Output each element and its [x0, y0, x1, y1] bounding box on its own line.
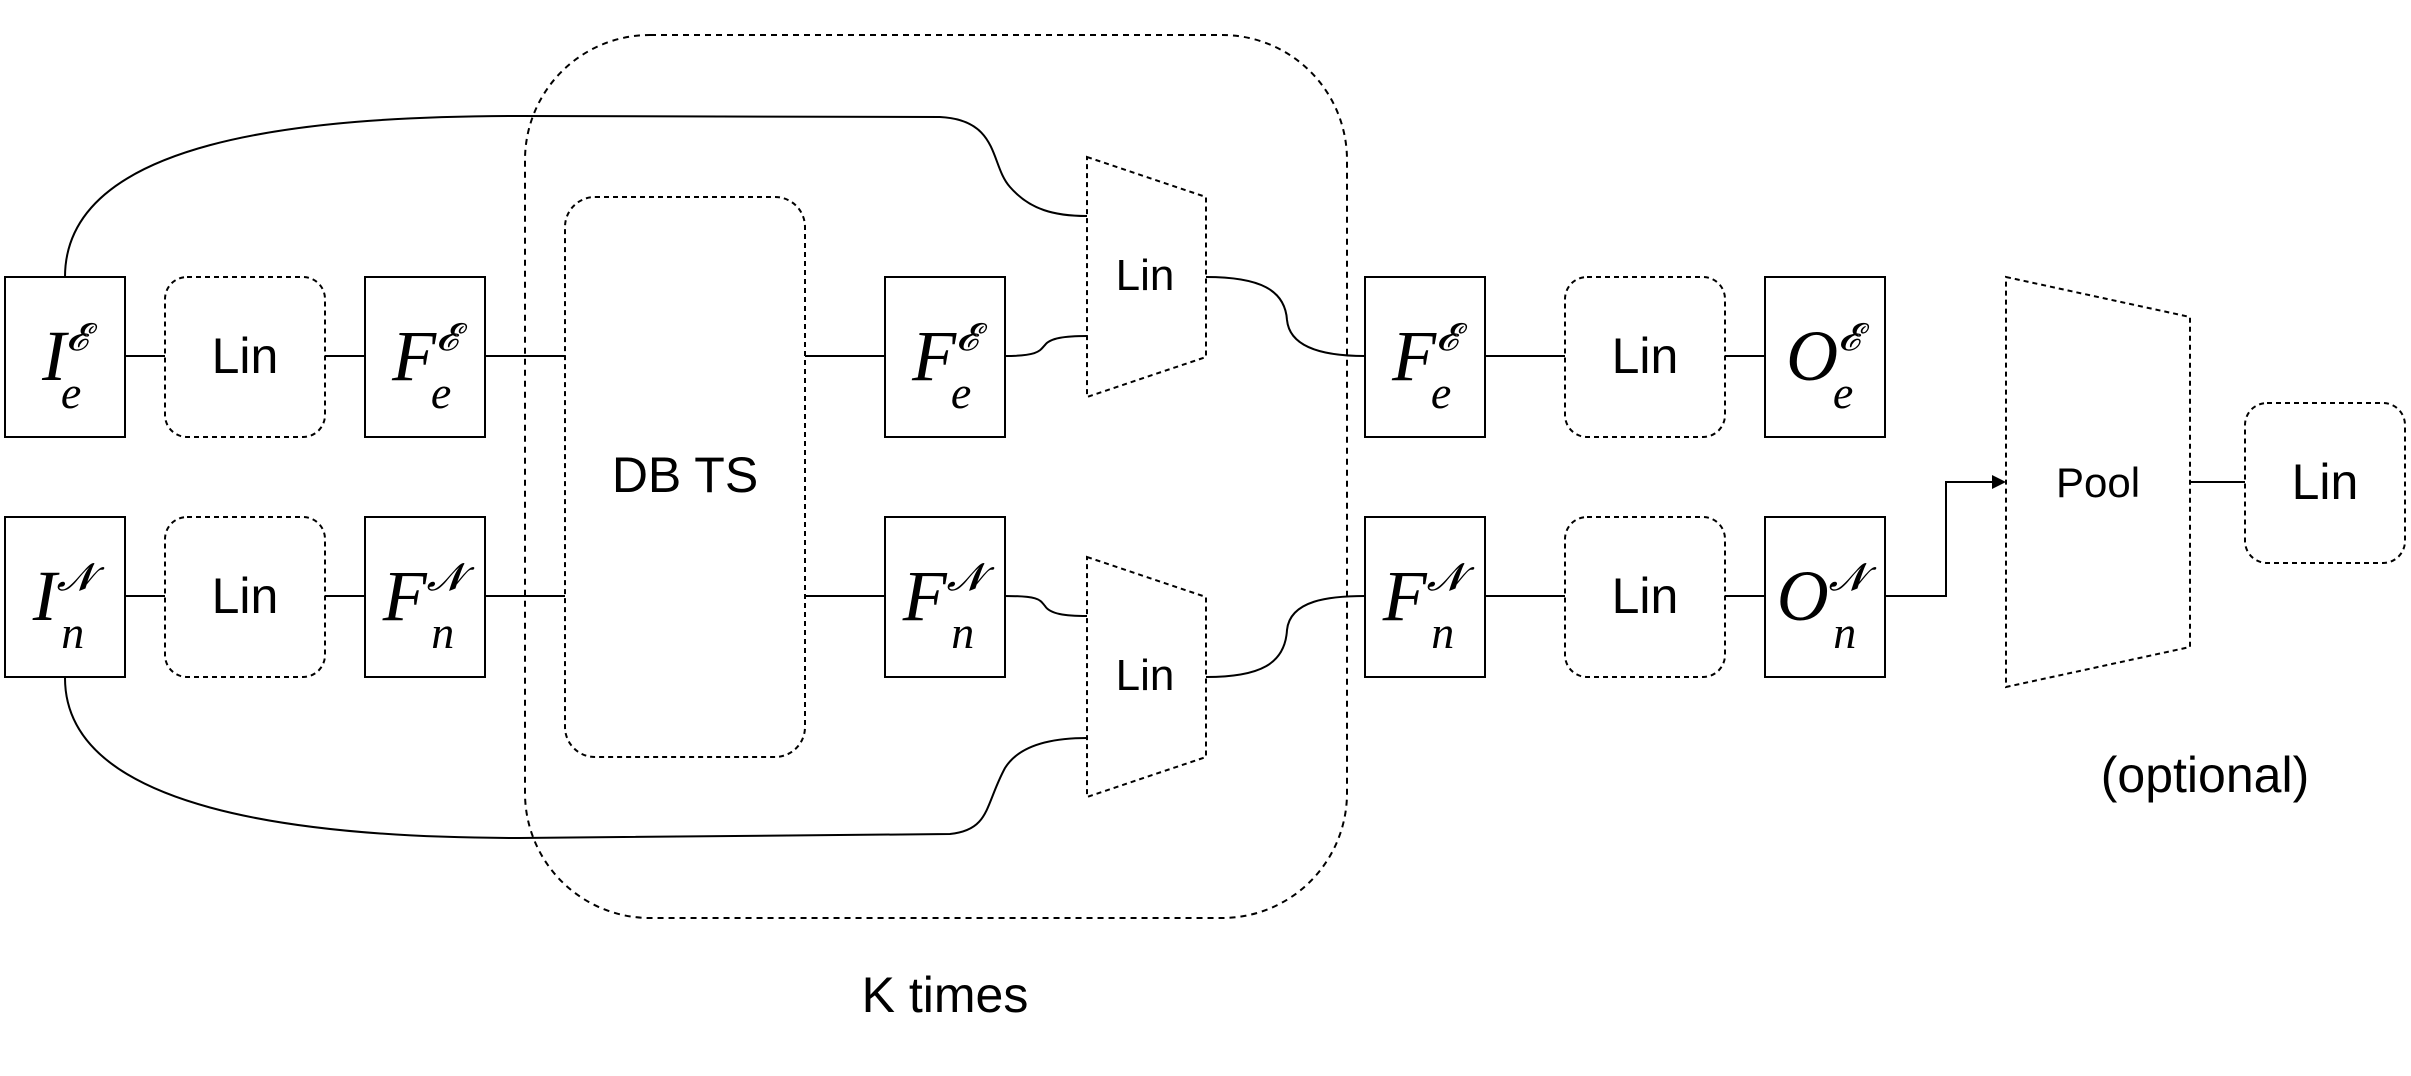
node-lin-trapezoid: Lin [1086, 555, 1207, 799]
optional-caption: (optional) [2101, 747, 2309, 803]
pool-label: Pool [2056, 459, 2140, 506]
db-ts-block: DB TS [564, 196, 806, 758]
edge-lin-trapezoid-label: Lin [1116, 251, 1175, 300]
wire-edge-feature-to-lin [1004, 335, 1088, 357]
node-output-lin-box: Lin [1564, 516, 1726, 678]
edge-lin-trapezoid: Lin [1086, 155, 1207, 399]
edge-output-lin-label: Lin [1612, 328, 1679, 384]
edge-skip-connection [64, 114, 1088, 278]
k-times-caption: K times [862, 967, 1029, 1023]
edge-output-lin-box: Lin [1564, 276, 1726, 438]
wire-node-feature-to-lin [1004, 595, 1088, 617]
node-lin-trapezoid-label: Lin [1116, 651, 1175, 700]
readout-lin-label: Lin [2292, 454, 2359, 510]
node-output-lin-label: Lin [1612, 568, 1679, 624]
node-skip-connection [64, 677, 1088, 840]
wire-node-lin-to-final [1205, 595, 1366, 678]
wire-node-output-to-pool [1885, 481, 1994, 597]
node-embed-lin-label: Lin [212, 568, 279, 624]
wire-edge-lin-to-final [1205, 276, 1366, 357]
arrow-head [1992, 475, 2006, 489]
db-ts-label: DB TS [612, 447, 758, 503]
readout-lin-box: Lin [2244, 402, 2406, 564]
edge-embed-lin-box: Lin [164, 276, 326, 438]
pool-trapezoid: Pool [2005, 275, 2191, 689]
edge-embed-lin-label: Lin [212, 328, 279, 384]
node-embed-lin-box: Lin [164, 516, 326, 678]
k-times-block-frame [524, 34, 1348, 919]
